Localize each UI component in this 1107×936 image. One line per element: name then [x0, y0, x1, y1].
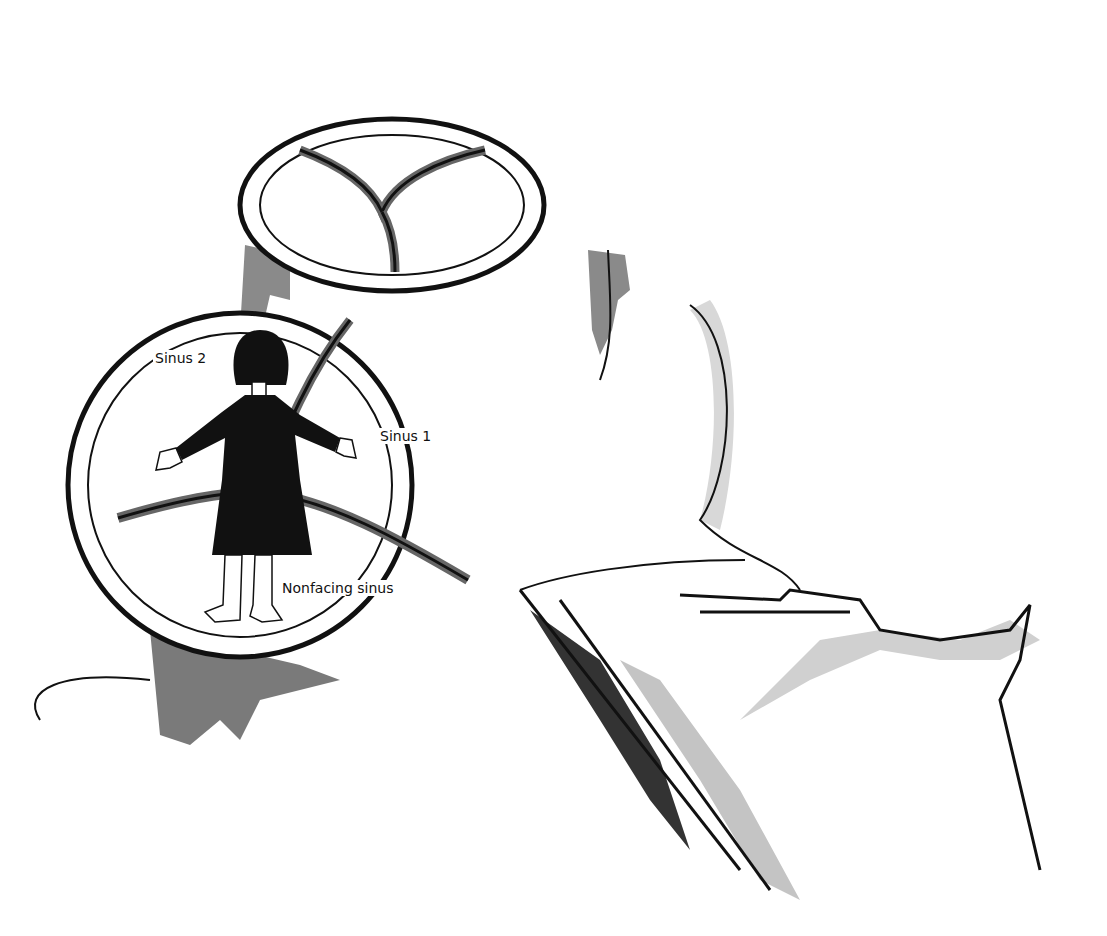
- sinus-label: Nonfacing sinus: [280, 580, 395, 596]
- girl-figure: [156, 330, 356, 622]
- aorta-wall: [600, 250, 610, 380]
- sinus-label: Sinus 2: [153, 350, 208, 366]
- coronary-outline: [700, 611, 850, 614]
- magnifier-ring: [68, 313, 412, 657]
- wall-shade: [740, 620, 1040, 720]
- valve-leaflet: [300, 150, 485, 212]
- sinus-label: Sinus 1: [378, 428, 433, 444]
- aorta-wall: [35, 677, 150, 720]
- coronary-outline: [680, 590, 1040, 870]
- valve-ring: [260, 135, 524, 275]
- valve-leaflet: [382, 212, 395, 272]
- valve-leaflet: [300, 150, 485, 212]
- aorta-wall: [690, 305, 800, 590]
- aorta-wall: [520, 560, 745, 590]
- wall-shade: [530, 610, 690, 850]
- valve-ring: [240, 119, 544, 291]
- aorta-wall: [560, 600, 770, 890]
- aorta-wall: [520, 590, 740, 870]
- valve-leaflet: [382, 212, 395, 272]
